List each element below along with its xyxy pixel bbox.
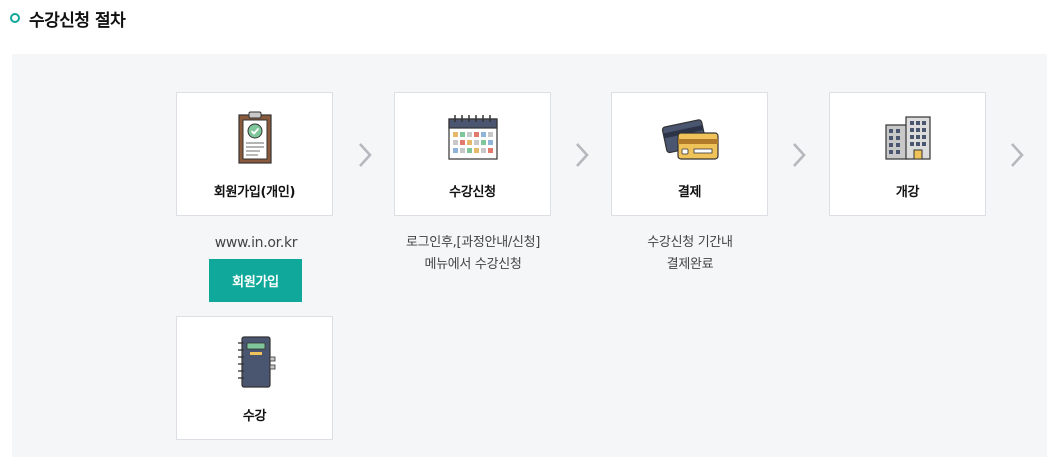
chevron-right-icon bbox=[1011, 143, 1024, 167]
title-bullet-icon bbox=[10, 13, 20, 23]
apply-description-line2: 메뉴에서 수강신청 bbox=[424, 257, 522, 272]
apply-description: 로그인후,[과정안내/신청] 메뉴에서 수강신청 bbox=[363, 232, 583, 276]
notebook-icon bbox=[237, 336, 275, 388]
section-header: 수강신청 절차 bbox=[10, 4, 126, 32]
calendar-icon bbox=[447, 115, 498, 160]
chevron-right-icon bbox=[793, 143, 806, 167]
step-label-signup: 회원가입(개인) bbox=[213, 185, 296, 200]
chevron-right-icon bbox=[576, 143, 589, 167]
signup-site-url[interactable]: www.in.or.kr bbox=[214, 235, 298, 251]
chevron-right-icon bbox=[359, 143, 372, 167]
step-card-signup: 회원가입(개인) bbox=[176, 92, 333, 216]
page-title: 수강신청 절차 bbox=[29, 10, 126, 31]
step-card-attend: 수강 bbox=[176, 316, 333, 440]
step-card-open: 개강 bbox=[829, 92, 986, 216]
payment-description: 수강신청 기간내 결제완료 bbox=[580, 232, 800, 276]
step-card-payment: 결제 bbox=[611, 92, 768, 216]
signup-button[interactable]: 회원가입 bbox=[209, 259, 302, 302]
step-label-payment: 결제 bbox=[677, 185, 702, 200]
apply-description-line1: 로그인후,[과정안내/신청] bbox=[405, 235, 541, 250]
building-icon bbox=[884, 116, 931, 160]
step-label-open: 개강 bbox=[895, 185, 920, 200]
credit-card-icon bbox=[661, 119, 719, 160]
step-label-apply: 수강신청 bbox=[449, 185, 496, 200]
step-label-attend: 수강 bbox=[242, 409, 267, 424]
payment-description-line1: 수강신청 기간내 bbox=[647, 235, 733, 250]
payment-description-line2: 결제완료 bbox=[666, 257, 714, 272]
step-card-apply: 수강신청 bbox=[394, 92, 551, 216]
clipboard-check-icon bbox=[237, 111, 272, 164]
